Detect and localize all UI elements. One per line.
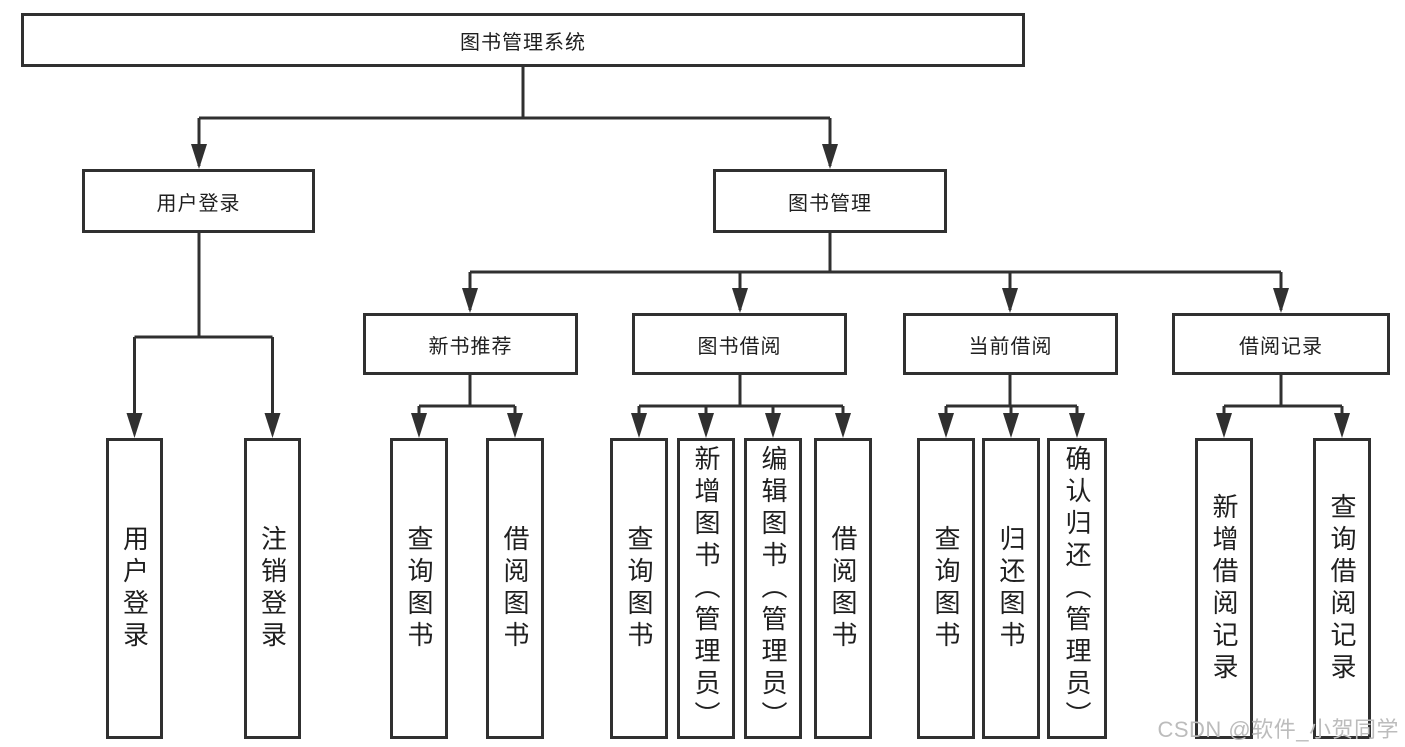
node-label: 用户登录 <box>119 524 150 653</box>
node-label: 查询图书 <box>931 524 961 653</box>
node-label: 当前借阅 <box>968 335 1053 358</box>
arrowhead-icon <box>835 413 851 438</box>
node-label: 注销登录 <box>257 524 288 653</box>
node-book-management: 图书管理 <box>713 169 947 233</box>
arrowhead-icon <box>126 413 143 438</box>
arrowhead-icon <box>191 144 207 169</box>
node-label: 查询图书 <box>624 524 654 653</box>
node-label: 新书推荐 <box>428 335 513 358</box>
node-cb-return-books: 归还图书 <box>982 438 1040 739</box>
node-label: 新增图书（管理员） <box>691 444 721 733</box>
node-bb-edit-books: 编辑图书（管理员） <box>744 438 802 739</box>
arrowhead-icon <box>938 413 954 438</box>
node-br-query-record: 查询借阅记录 <box>1313 438 1371 739</box>
node-user-login-group: 用户登录 <box>82 169 315 233</box>
node-label: 借阅图书 <box>828 524 858 653</box>
node-nb-borrow-books: 借阅图书 <box>486 438 544 739</box>
node-label: 图书管理 <box>788 192 872 215</box>
node-label: 确认归还（管理员） <box>1062 444 1092 733</box>
arrowhead-icon <box>462 288 478 313</box>
node-bb-query-books: 查询图书 <box>610 438 668 739</box>
node-user-login: 用户登录 <box>106 438 163 739</box>
arrowhead-icon <box>507 413 523 438</box>
node-logout: 注销登录 <box>244 438 301 739</box>
connector-book-management <box>468 233 1283 310</box>
node-bb-borrow-books: 借阅图书 <box>814 438 872 739</box>
arrowhead-icon <box>765 413 781 438</box>
arrowhead-icon <box>1002 288 1018 313</box>
connector-new-book-recommend <box>417 375 517 433</box>
arrowhead-icon <box>1069 413 1085 438</box>
node-label: 图书借阅 <box>697 335 782 358</box>
arrowhead-icon <box>1334 413 1350 438</box>
node-root: 图书管理系统 <box>21 13 1025 67</box>
connector-borrow-records <box>1222 375 1344 433</box>
node-label: 图书管理系统 <box>460 31 586 54</box>
arrowhead-icon <box>631 413 647 438</box>
connector-user-login-group <box>133 233 274 433</box>
node-label: 借阅图书 <box>500 524 530 653</box>
arrowhead-group <box>126 144 1350 438</box>
arrowhead-icon <box>1273 288 1289 313</box>
watermark: CSDN @软件_小贺同学 <box>1157 717 1399 742</box>
node-label: 新增借阅记录 <box>1209 492 1239 685</box>
node-label: 借阅记录 <box>1239 335 1323 358</box>
arrowhead-icon <box>411 413 427 438</box>
arrowhead-icon <box>732 288 748 313</box>
node-label: 编辑图书（管理员） <box>758 444 788 733</box>
connector-book-borrow <box>637 375 845 433</box>
node-new-book-recommend: 新书推荐 <box>363 313 578 375</box>
node-current-borrow: 当前借阅 <box>903 313 1118 375</box>
node-label: 归还图书 <box>996 524 1026 653</box>
node-bb-add-books: 新增图书（管理员） <box>677 438 735 739</box>
arrowhead-icon <box>1003 413 1019 438</box>
node-cb-query-books: 查询图书 <box>917 438 975 739</box>
arrowhead-icon <box>698 413 714 438</box>
node-label: 查询图书 <box>404 524 434 653</box>
node-borrow-records: 借阅记录 <box>1172 313 1390 375</box>
node-br-add-record: 新增借阅记录 <box>1195 438 1253 739</box>
arrowhead-icon <box>264 413 281 438</box>
arrowhead-icon <box>822 144 838 169</box>
node-book-borrow: 图书借阅 <box>632 313 847 375</box>
arrowhead-icon <box>1216 413 1232 438</box>
node-cb-confirm-return: 确认归还（管理员） <box>1047 438 1107 739</box>
node-nb-query-books: 查询图书 <box>390 438 448 739</box>
node-label: 用户登录 <box>156 192 241 215</box>
node-label: 查询借阅记录 <box>1327 492 1357 685</box>
connector-root <box>197 67 832 166</box>
